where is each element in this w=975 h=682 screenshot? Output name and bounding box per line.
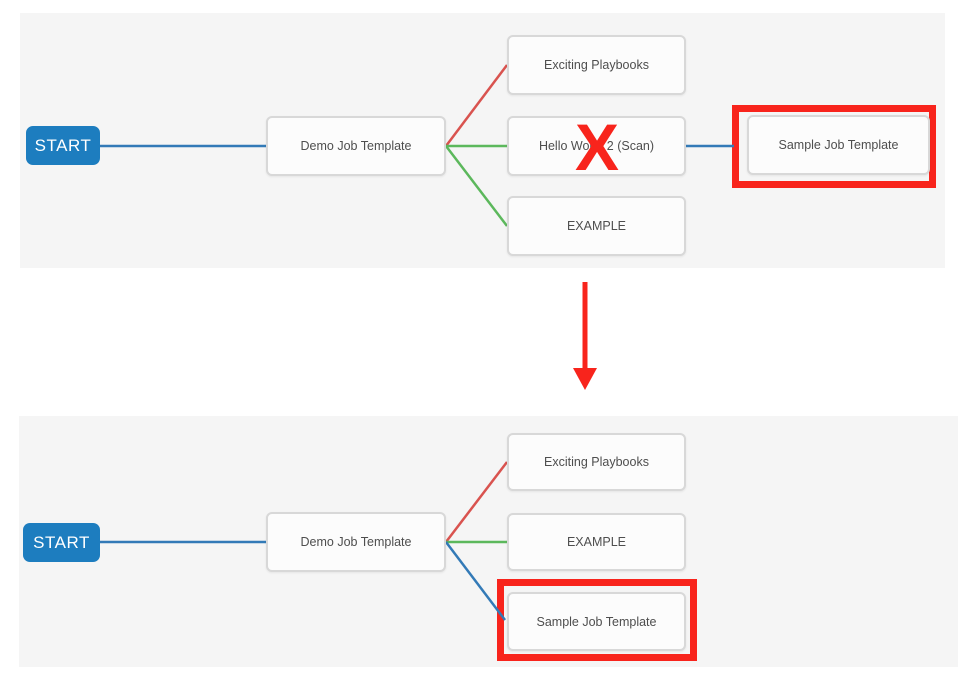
start-button-label: START [33,532,90,552]
arrow-head [573,368,597,390]
start-button[interactable]: START [23,523,100,562]
node-exciting-playbooks[interactable]: Exciting Playbooks [507,433,686,491]
node-label: Sample Job Template [536,614,657,629]
node-example[interactable]: EXAMPLE [507,196,686,256]
node-label: Demo Job Template [300,139,412,153]
node-demo-job-template[interactable]: Demo Job Template [266,512,446,572]
start-button[interactable]: START [26,126,100,165]
workflow-edges-after [100,461,508,621]
node-label: Demo Job Template [300,535,412,549]
edge-demo-to-exciting-playbooks [445,64,508,147]
workflow-panel-after: START Demo Job Template Exciting Playboo… [19,416,958,667]
start-button-label: START [34,135,92,155]
node-label: Hello World 2 (Scan) [538,139,655,153]
node-label: Sample Job Template [778,138,899,152]
highlight-box-sample-job-template [732,105,936,188]
node-label: EXAMPLE [566,535,627,549]
node-exciting-playbooks[interactable]: Exciting Playbooks [507,35,686,95]
node-hello-world-2-scan[interactable]: Hello World 2 (Scan) [507,116,686,176]
node-sample-job-template[interactable]: Sample Job Template [507,592,686,651]
node-label: EXAMPLE [566,219,627,233]
node-example[interactable]: EXAMPLE [507,513,686,571]
node-sample-job-template[interactable]: Sample Job Template [747,115,930,175]
transition-down-arrow-icon [573,282,597,390]
workflow-panel-before: START Demo Job Template Exciting Playboo… [20,13,945,268]
edge-demo-to-example [445,145,508,227]
node-label: Exciting Playbooks [544,455,649,469]
node-demo-job-template[interactable]: Demo Job Template [266,116,446,176]
edge-demo-to-exciting-playbooks [445,461,508,543]
node-label: Exciting Playbooks [544,58,649,72]
